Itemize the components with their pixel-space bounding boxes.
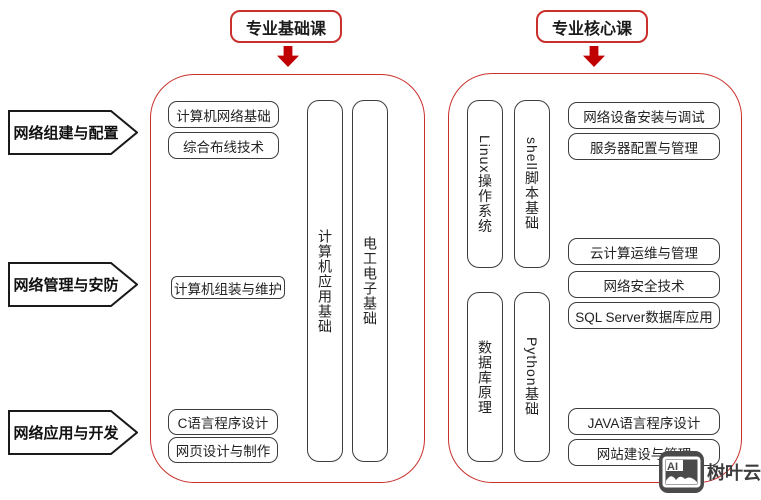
photo-ai-logo-icon: AI [659,451,704,493]
category-network-management: 网络管理与安防 [8,262,138,307]
category-label: 网络管理与安防 [13,277,119,294]
course-label: 计算机应用基础 [317,228,333,334]
course-box: 云计算运维与管理 [568,238,720,265]
course-box: 计算机组装与维护 [171,276,285,299]
course-box: 网络设备安装与调试 [568,102,720,129]
course-label: 数据库原理 [477,339,493,415]
watermark: AI 树叶云 [659,451,761,493]
vertical-course-box: Python基础 [514,292,550,462]
pentagon-shape-icon [8,110,138,155]
category-label: 网络应用与开发 [13,425,119,442]
course-label: shell脚本基础 [524,137,540,231]
course-box: 综合布线技术 [168,132,279,159]
course-box: C语言程序设计 [168,409,278,435]
category-network-setup: 网络组建与配置 [8,110,138,155]
course-box: JAVA语言程序设计 [568,408,720,435]
vertical-course-box: shell脚本基础 [514,100,550,268]
vertical-course-box: 数据库原理 [467,292,503,462]
down-arrow-icon [583,46,605,67]
pentagon-shape-icon [8,410,138,455]
course-box: 网络安全技术 [568,271,720,298]
course-label: Python基础 [524,337,540,417]
course-box: SQL Server数据库应用 [568,302,720,329]
foundation-course-label: 专业基础课 [230,10,342,43]
category-network-application: 网络应用与开发 [8,410,138,455]
course-label: 电工电子基础 [362,236,378,326]
course-box: 服务器配置与管理 [568,133,720,160]
course-box: 网页设计与制作 [168,437,278,463]
down-arrow-icon [277,46,299,67]
watermark-logo-text: AI [667,461,678,473]
category-label: 网络组建与配置 [13,125,119,142]
course-box: 计算机网络基础 [168,101,279,128]
vertical-course-box: 计算机应用基础 [307,100,343,462]
core-course-label: 专业核心课 [536,10,648,43]
watermark-brand-text: 树叶云 [707,463,761,483]
course-label: Linux操作系统 [477,134,493,234]
pentagon-shape-icon [8,262,138,307]
vertical-course-box: 电工电子基础 [352,100,388,462]
vertical-course-box: Linux操作系统 [467,100,503,268]
